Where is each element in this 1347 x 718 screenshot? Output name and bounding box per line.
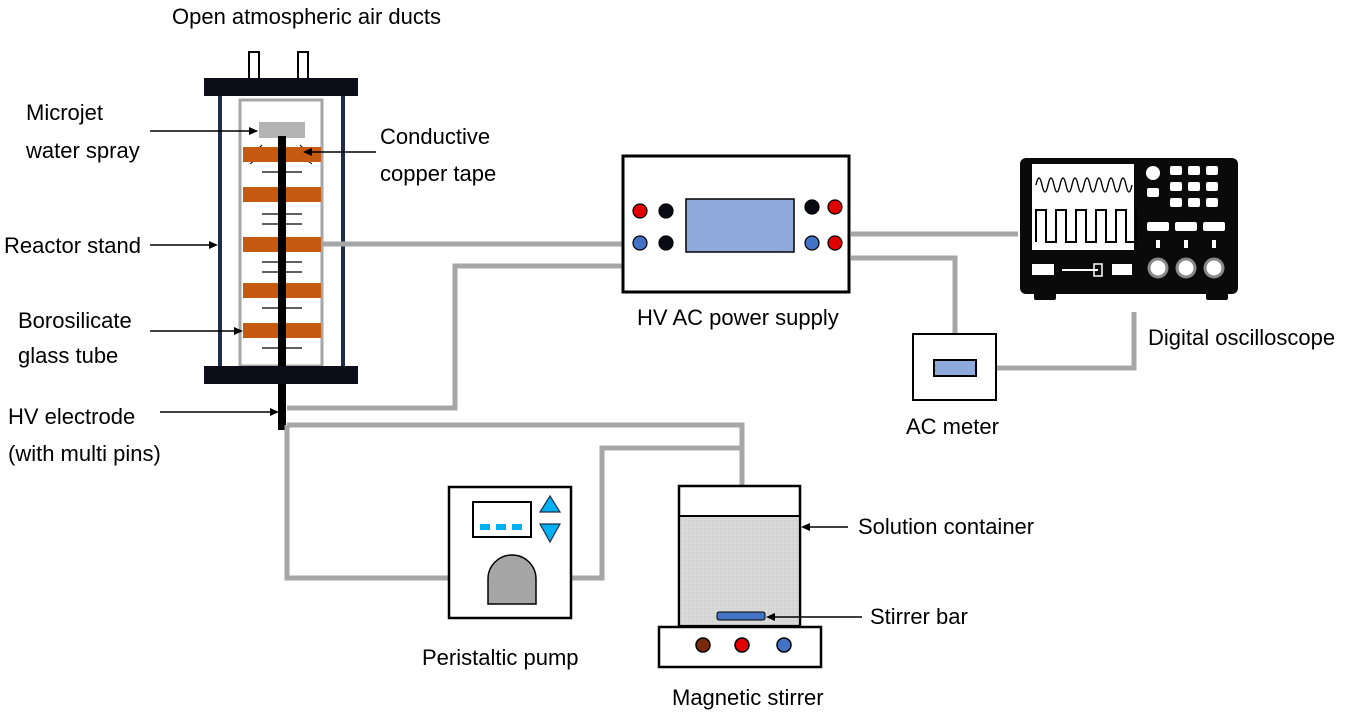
oscilloscope-btn <box>1203 222 1225 231</box>
oscilloscope-btn <box>1147 188 1159 197</box>
oscilloscope-power-button <box>1146 166 1160 180</box>
arrowhead-electrode <box>270 408 279 416</box>
peristaltic-pump-label: Peristaltic pump <box>422 645 579 670</box>
arrowhead-copper <box>303 148 312 156</box>
tubing-and-wires <box>284 231 1137 581</box>
reactor-stand-left-post <box>218 96 222 368</box>
sine-waveform <box>1035 177 1133 193</box>
wire-electrode-to-supply <box>287 263 624 411</box>
stirrer-bar <box>716 611 766 621</box>
wire-supply-to-meter <box>851 255 958 335</box>
oscilloscope-foot-left <box>1034 292 1056 300</box>
reactor-top-plate <box>204 78 358 96</box>
terminal-black-left-top <box>658 203 674 219</box>
power-supply-display <box>685 198 795 253</box>
digital-oscilloscope <box>1020 158 1238 300</box>
ac-meter-body <box>912 333 997 401</box>
terminal-blue-right-bottom <box>804 235 820 251</box>
arrowhead-microjet <box>249 127 258 135</box>
electrode-pins <box>262 171 302 349</box>
copper-label-line2: copper tape <box>380 161 497 186</box>
pump-display-segment <box>512 524 522 530</box>
arrowhead-stand <box>209 241 218 249</box>
square-waveform <box>1035 209 1137 243</box>
oscilloscope-btn <box>1032 264 1054 275</box>
hv-electrode-label-line1: HV electrode <box>8 404 136 429</box>
reactor-bottom-plate <box>204 366 358 384</box>
terminal-black-left-bottom <box>658 235 674 251</box>
arrowhead-glass <box>234 327 243 335</box>
wire-meter-to-oscilloscope <box>996 312 1137 371</box>
hv-electrode-rod <box>278 136 286 430</box>
oscilloscope-btn <box>1206 166 1218 175</box>
solution-container-label: Solution container <box>858 514 1035 539</box>
oscilloscope-screen <box>1032 164 1134 250</box>
oscilloscope-foot-right <box>1206 292 1228 300</box>
round-knob-icon <box>1147 257 1169 279</box>
oscilloscope-btn <box>1184 240 1188 248</box>
tube-reactor-to-pump <box>284 425 490 581</box>
ac-meter <box>912 333 997 401</box>
borosilicate-label-line2: glass tube <box>18 343 119 368</box>
magnetic-stirrer-label: Magnetic stirrer <box>672 685 824 710</box>
hv-ac-power-supply <box>621 154 851 294</box>
solution-liquid <box>681 517 798 624</box>
pump-rotor-head <box>487 554 537 605</box>
pump-display-segment <box>480 524 490 530</box>
oscilloscope-btn <box>1112 264 1132 275</box>
terminal-red-right-bottom <box>827 235 843 251</box>
oscilloscope-slider-handle <box>1093 263 1103 277</box>
up-triangle-icon <box>538 494 562 513</box>
ac-meter-display <box>933 359 977 377</box>
reactor-assembly <box>204 51 358 430</box>
arrowhead-container <box>801 523 810 531</box>
oscilloscope-btn <box>1170 198 1182 207</box>
oscilloscope-btn <box>1188 182 1200 191</box>
oscilloscope-btn <box>1206 198 1218 207</box>
tube-reactor-to-container <box>287 422 745 490</box>
oscilloscope-btn <box>1206 182 1218 191</box>
oscilloscope-btn <box>1212 240 1216 248</box>
oscilloscope-btn <box>1188 198 1200 207</box>
reactor-stand-right-post <box>341 96 345 368</box>
microjet-spray-head <box>259 122 305 138</box>
microjet-label-line1: Microjet <box>26 100 104 125</box>
hv-electrode-label-line2: (with multi pins) <box>8 441 161 466</box>
stirrer-knob-red <box>734 637 750 653</box>
peristaltic-pump <box>447 485 573 620</box>
oscilloscope-btn <box>1170 166 1182 175</box>
round-knob-icon <box>1203 257 1225 279</box>
stirrer-knob-brown <box>695 637 711 653</box>
oscilloscope-btn <box>1147 222 1169 231</box>
stirrer-bar-label: Stirrer bar <box>870 604 968 629</box>
copper-label-line1: Conductive <box>380 124 491 149</box>
ac-meter-label: AC meter <box>906 414 999 439</box>
pump-display <box>472 501 532 538</box>
oscilloscope-label: Digital oscilloscope <box>1148 325 1336 350</box>
microjet-label-line2: water spray <box>26 138 140 163</box>
oscilloscope-btn <box>1170 182 1182 191</box>
oscilloscope-btn <box>1188 166 1200 175</box>
air-ducts-label: Open atmospheric air ducts <box>172 4 442 29</box>
stirrer-knob-blue <box>776 637 792 653</box>
arrowhead-stirrer-bar <box>766 613 775 621</box>
pump-display-segment <box>496 524 506 530</box>
oscilloscope-btn <box>1175 222 1197 231</box>
terminal-red-left-top <box>632 203 648 219</box>
terminal-blue-left-bottom <box>632 235 648 251</box>
terminal-black-right-top <box>804 199 820 215</box>
pointer-arrows <box>150 127 862 621</box>
round-knob-icon <box>1175 257 1197 279</box>
down-triangle-icon <box>538 523 562 544</box>
oscilloscope-btn <box>1156 240 1160 248</box>
reactor-stand-label: Reactor stand <box>4 233 141 258</box>
terminal-red-right-top <box>827 199 843 215</box>
air-duct-right <box>297 51 309 81</box>
solution-container-and-stirrer <box>657 484 823 669</box>
power-supply-label: HV AC power supply <box>637 305 839 330</box>
air-duct-left <box>248 51 260 81</box>
borosilicate-label-line1: Borosilicate <box>18 308 132 333</box>
